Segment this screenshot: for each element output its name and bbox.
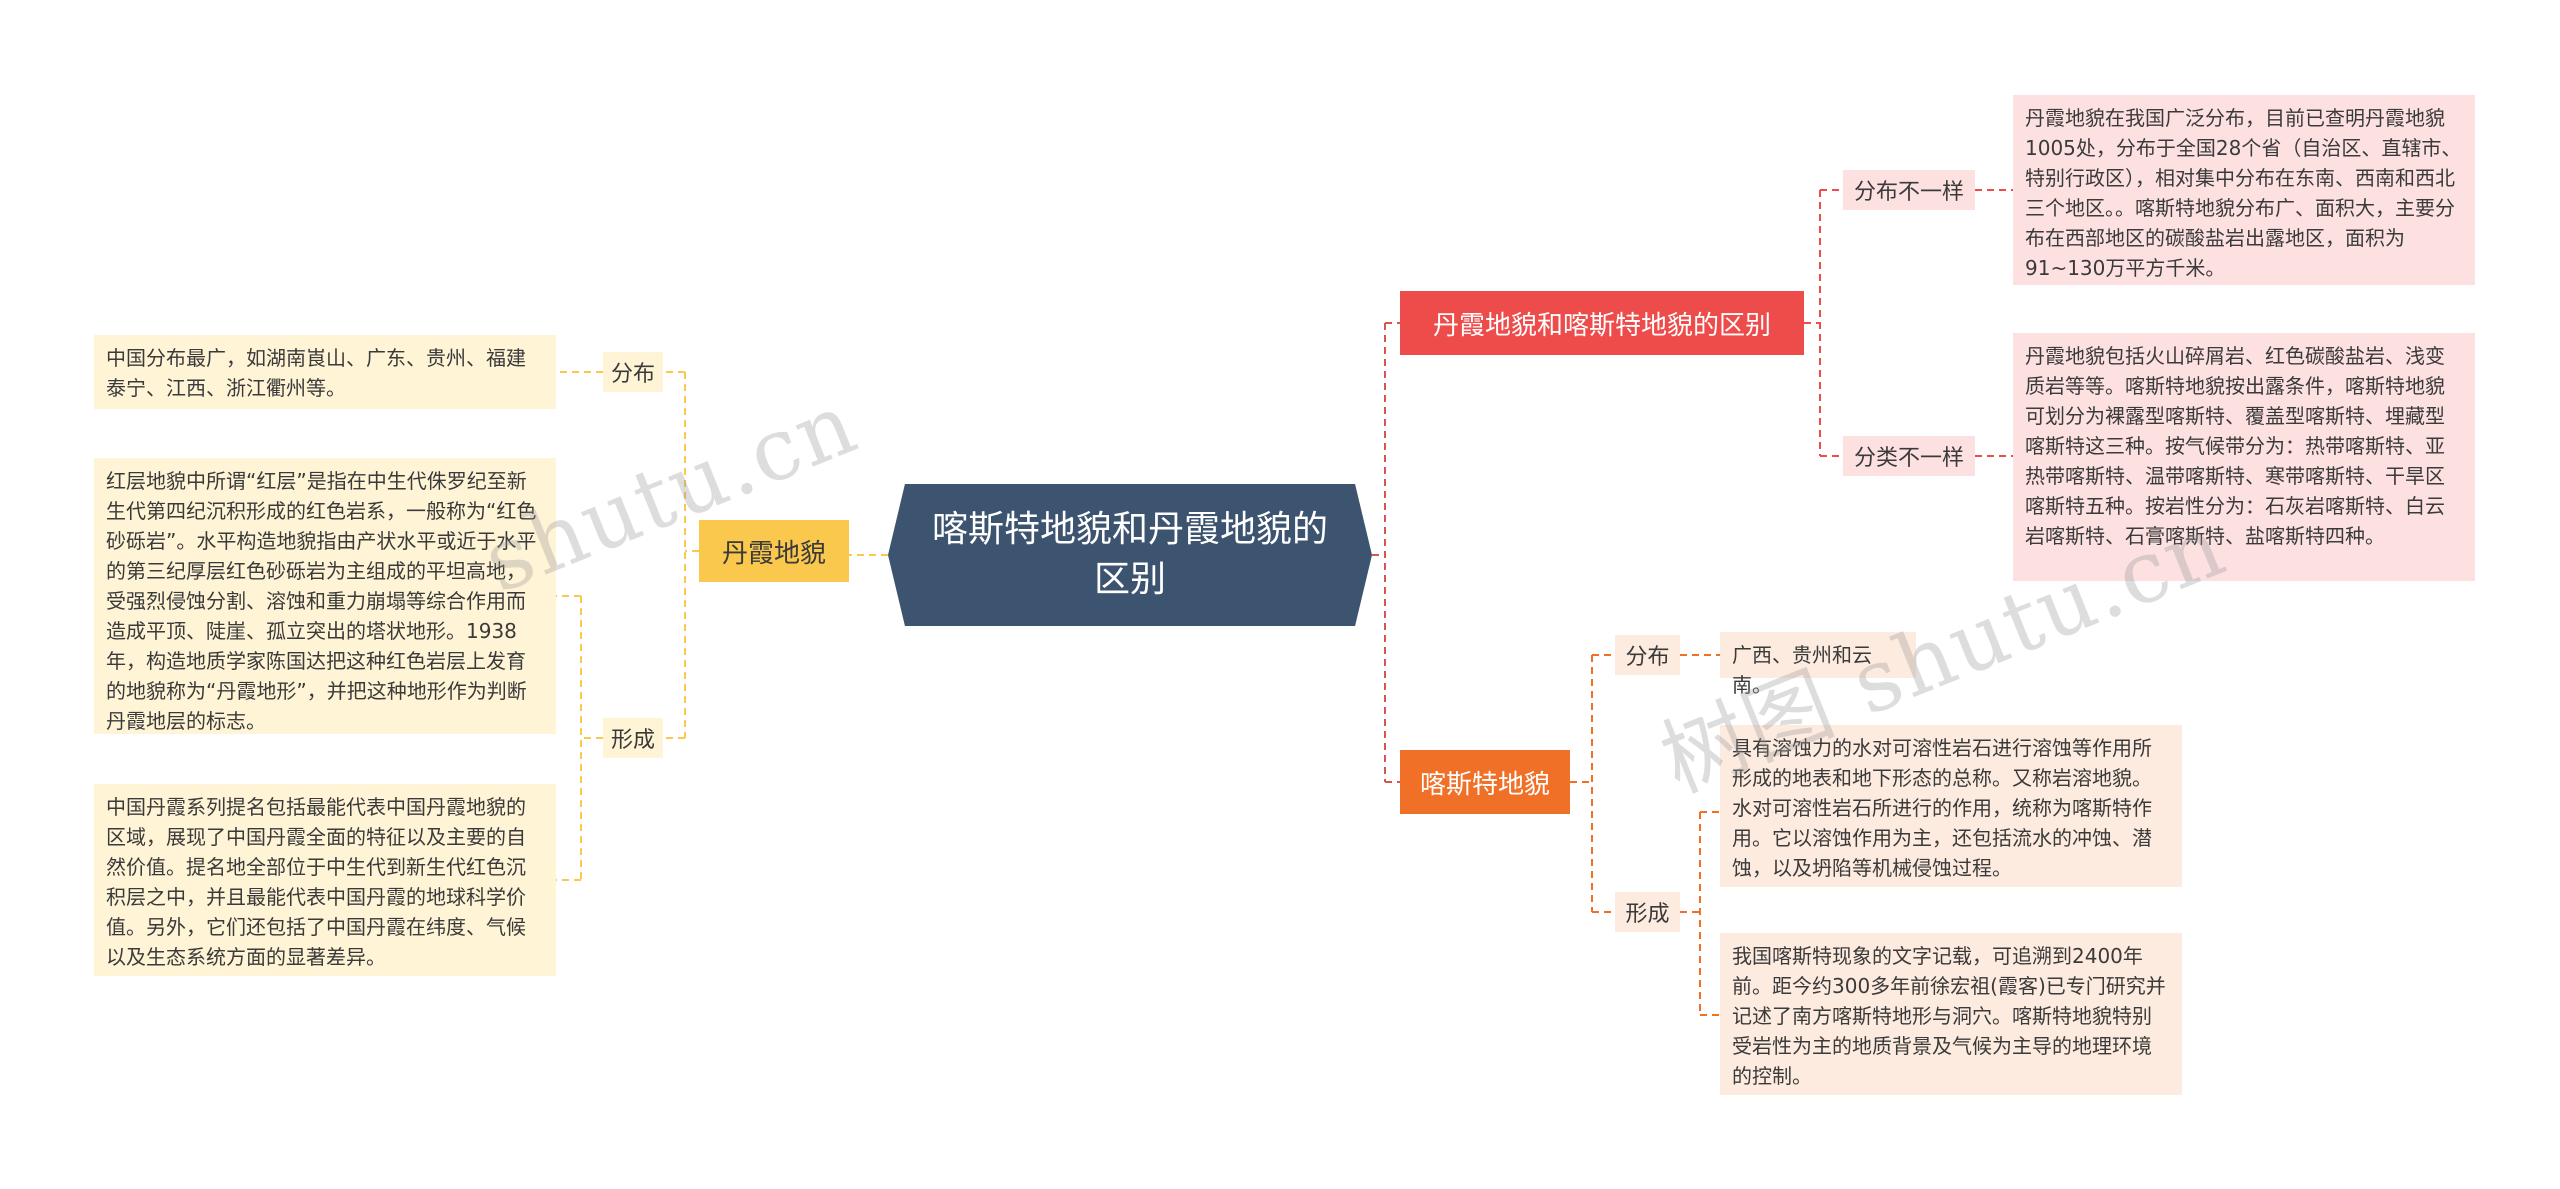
karst-distribution-topic[interactable]: 分布 — [1615, 635, 1680, 675]
karst-formation-topic[interactable]: 形成 — [1615, 892, 1680, 932]
danxia-formation-text-1: 红层地貌中所谓“红层”是指在中生代侏罗纪至新生代第四纪沉积形成的红色岩系，一般称… — [94, 458, 556, 734]
diff-classification-label: 分类不一样 — [1853, 446, 1964, 471]
link-diff-leaves — [1975, 189, 2013, 457]
karst-distribution-text: 广西、贵州和云南。 — [1720, 632, 1916, 697]
branch-danxia[interactable]: 丹霞地貌 — [699, 520, 849, 582]
link-danxia-subs — [663, 371, 699, 739]
danxia-formation-topic[interactable]: 形成 — [603, 718, 663, 758]
branch-difference-label: 丹霞地貌和喀斯特地貌的区别 — [1432, 310, 1771, 341]
diff-distribution-topic[interactable]: 分布不一样 — [1843, 170, 1975, 210]
link-diff-subs — [1804, 189, 1843, 457]
karst-formation-label: 形成 — [1625, 902, 1670, 927]
diff-distribution-label: 分布不一样 — [1853, 180, 1964, 205]
danxia-distribution-label: 分布 — [610, 362, 655, 387]
branch-difference[interactable]: 丹霞地貌和喀斯特地貌的区别 — [1400, 291, 1804, 355]
link-root-right — [1372, 322, 1400, 783]
danxia-formation-label: 形成 — [610, 728, 655, 753]
diff-classification-topic[interactable]: 分类不一样 — [1843, 436, 1975, 476]
danxia-distribution-topic[interactable]: 分布 — [603, 352, 663, 392]
diff-distribution-text: 丹霞地貌在我国广泛分布，目前已查明丹霞地貌1005处，分布于全国28个省（自治区… — [2013, 95, 2475, 285]
link-karst-subs — [1570, 654, 1615, 913]
karst-distribution-label: 分布 — [1625, 645, 1670, 670]
karst-formation-text-2: 我国喀斯特现象的文字记载，可追溯到2400年前。距今约300多年前徐宏祖(霞客)… — [1720, 933, 2182, 1095]
branch-karst[interactable]: 喀斯特地貌 — [1400, 750, 1570, 814]
danxia-formation-text-2: 中国丹霞系列提名包括最能代表中国丹霞地貌的区域，展现了中国丹霞全面的特征以及主要… — [94, 784, 556, 976]
root-topic[interactable]: 喀斯特地貌和丹霞地貌的区别 — [888, 484, 1372, 626]
root-title: 喀斯特地貌和丹霞地貌的区别 — [931, 509, 1328, 600]
danxia-distribution-text: 中国分布最广，如湖南崀山、广东、贵州、福建泰宁、江西、浙江衢州等。 — [94, 335, 556, 409]
link-form-leaves — [556, 595, 603, 881]
diff-classification-text: 丹霞地貌包括火山碎屑岩、红色碳酸盐岩、浅变质岩等等。喀斯特地貌按出露条件，喀斯特… — [2013, 333, 2475, 581]
branch-karst-label: 喀斯特地貌 — [1419, 769, 1550, 800]
branch-danxia-label: 丹霞地貌 — [721, 538, 826, 569]
link-karst-form-leaves — [1680, 811, 1720, 1016]
karst-formation-text-1: 具有溶蚀力的水对可溶性岩石进行溶蚀等作用所形成的地表和地下形态的总称。又称岩溶地… — [1720, 725, 2182, 887]
